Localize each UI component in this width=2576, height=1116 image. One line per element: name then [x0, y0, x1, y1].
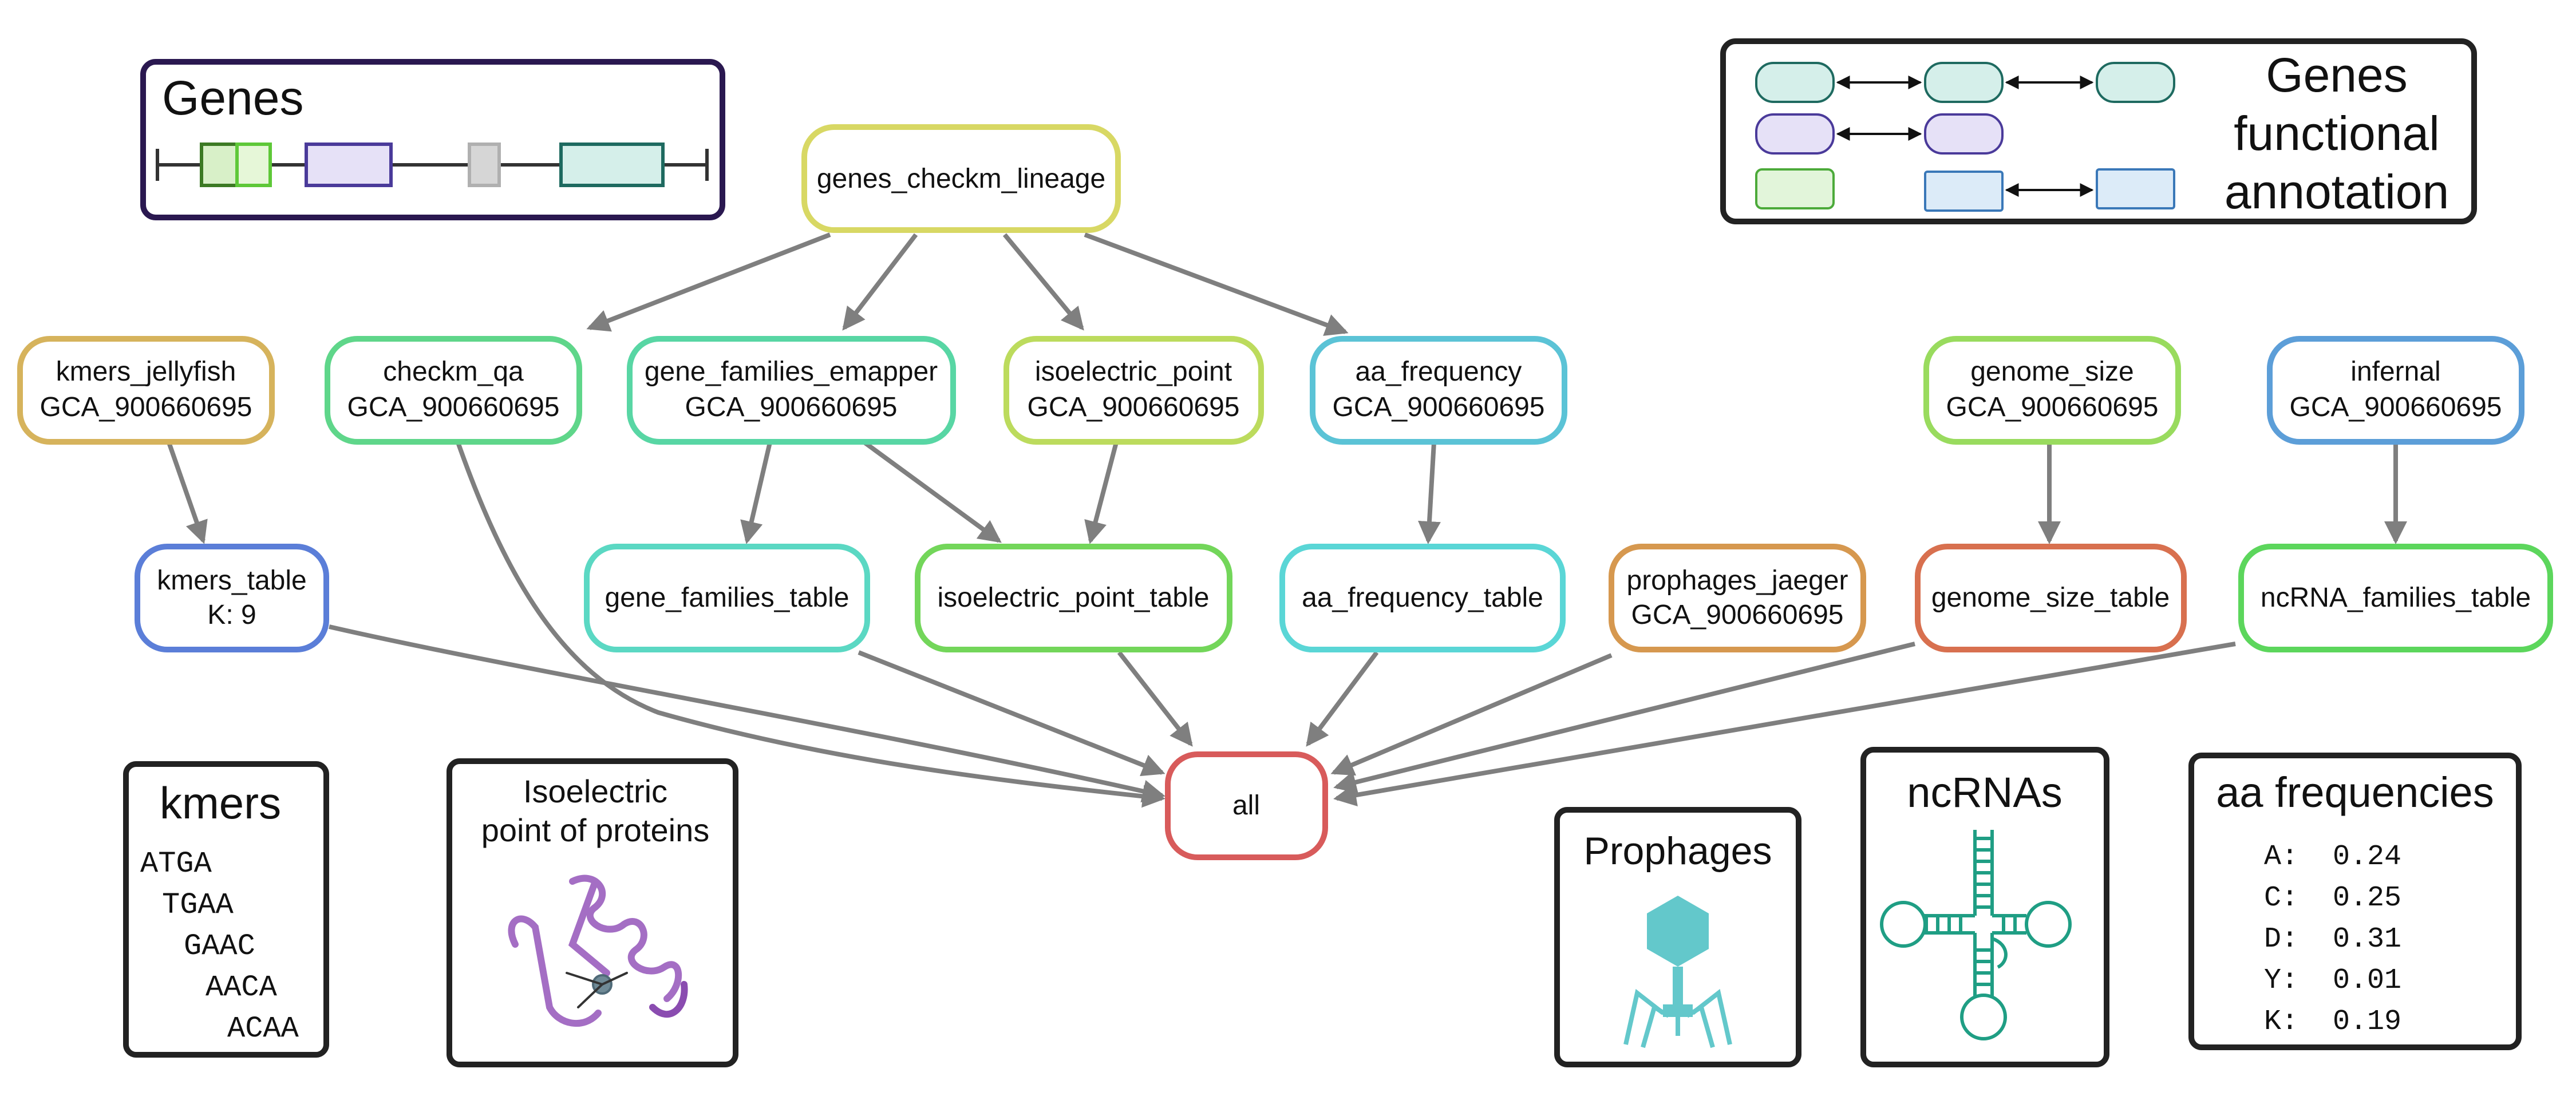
- kmer-2: TGAA: [162, 888, 234, 922]
- edge-isoelectric-point-table: [1084, 441, 1119, 544]
- node-label: genome_size: [1970, 357, 2134, 387]
- edge-checkm-qa-all: [456, 441, 1165, 808]
- node-label: ncRNA_families_table: [2261, 583, 2531, 613]
- annotation-title-line3: annotation: [2225, 165, 2449, 219]
- edge-isoelectric-table-all: [1117, 651, 1193, 747]
- node-label: isoelectric_point_table: [938, 583, 1210, 613]
- node-checkm-qa[interactable]: checkm_qa GCA_900660695: [325, 336, 582, 445]
- node-infernal[interactable]: infernal GCA_900660695: [2267, 336, 2524, 445]
- annotation-blocks-icon: [1755, 62, 2175, 212]
- node-label: kmers_jellyfish: [56, 357, 236, 387]
- node-sublabel: GCA_900660695: [685, 392, 898, 422]
- edge-prophages-all: [1330, 653, 1613, 776]
- node-sublabel: GCA_900660695: [1333, 392, 1545, 422]
- node-label: prophages_jaeger: [1627, 565, 1848, 596]
- node-isoelectric-point-table[interactable]: isoelectric_point_table: [915, 544, 1232, 652]
- aa-row-1: A: 0.24: [2264, 841, 2401, 873]
- edge-gene-families-table-all: [858, 650, 1165, 777]
- node-label: all: [1232, 790, 1260, 821]
- legend-aa-frequencies: aa frequencies A: 0.24 C: 0.25 D: 0.31 Y…: [2188, 753, 2522, 1050]
- node-label: checkm_qa: [383, 357, 524, 387]
- kmer-1: ATGA: [140, 847, 212, 881]
- annotation-title-line2: functional: [2234, 106, 2440, 160]
- node-sublabel: GCA_900660695: [1946, 392, 2159, 422]
- node-aa-frequency[interactable]: aa_frequency GCA_900660695: [1310, 336, 1567, 445]
- node-label: aa_frequency_table: [1302, 583, 1543, 613]
- node-kmers-table[interactable]: kmers_table K: 9: [135, 544, 329, 652]
- aa-row-2: C: 0.25: [2264, 882, 2401, 915]
- legend-kmers: kmers ATGA TGAA GAAC AACA ACAA: [123, 761, 329, 1058]
- edge-ncrna-table-all: [1333, 642, 2236, 806]
- aa-row-3: D: 0.31: [2264, 923, 2401, 956]
- edge-aa-frequency-table: [1418, 442, 1441, 544]
- node-sublabel: GCA_900660695: [1028, 392, 1240, 422]
- kmer-5: ACAA: [227, 1012, 299, 1046]
- kmers-title: kmers: [160, 778, 281, 828]
- edge-lineage-gene-families-emapper: [842, 233, 918, 331]
- aa-row-5: K: 0.19: [2264, 1006, 2401, 1038]
- legend-genes: Genes: [140, 59, 725, 220]
- node-sublabel: GCA_900660695: [1631, 600, 1844, 630]
- edge-lineage-aa-frequency: [1084, 232, 1349, 336]
- node-genome-size-table[interactable]: genome_size_table: [1915, 544, 2187, 652]
- edge-genome-size-table-all: [1333, 642, 1915, 794]
- gene-track-icon: [156, 143, 709, 187]
- edge-kmers-table-all: [329, 624, 1165, 803]
- node-gene-families-emapper[interactable]: gene_families_emapper GCA_900660695: [627, 336, 956, 445]
- node-aa-frequency-table[interactable]: aa_frequency_table: [1279, 544, 1566, 652]
- isoelectric-title-line2: point of proteins: [481, 812, 709, 848]
- genes-title: Genes: [162, 71, 304, 125]
- annotation-title-line1: Genes: [2266, 48, 2408, 102]
- kmer-4: AACA: [206, 971, 278, 1004]
- aa-title: aa frequencies: [2216, 769, 2494, 816]
- prophages-title: Prophages: [1584, 829, 1772, 873]
- edge-lineage-isoelectric-point: [1002, 233, 1084, 331]
- node-sublabel: GCA_900660695: [347, 392, 560, 422]
- node-genome-size[interactable]: genome_size GCA_900660695: [1923, 336, 2181, 445]
- node-gene-families-table[interactable]: gene_families_table: [584, 544, 870, 652]
- node-prophages-jaeger[interactable]: prophages_jaeger GCA_900660695: [1609, 544, 1866, 652]
- edge-aa-frequency-table-all: [1306, 651, 1379, 747]
- node-label: aa_frequency: [1356, 357, 1522, 387]
- edge-emapper-gene-families-table: [740, 442, 772, 544]
- node-label: infernal: [2350, 357, 2440, 387]
- legend-isoelectric-point: Isoelectric point of proteins: [447, 758, 738, 1067]
- node-sublabel: K: 9: [207, 600, 256, 630]
- node-ncrna-families-table[interactable]: ncRNA_families_table: [2238, 544, 2553, 652]
- edge-lineage-checkm-qa: [586, 232, 831, 332]
- kmer-3: GAAC: [184, 929, 255, 963]
- node-label: gene_families_table: [605, 583, 850, 613]
- edge-kmers-jellyfish-table: [167, 441, 208, 544]
- node-kmers-jellyfish[interactable]: kmers_jellyfish GCA_900660695: [17, 336, 275, 445]
- node-label: genes_checkm_lineage: [817, 164, 1105, 194]
- node-sublabel: GCA_900660695: [2290, 392, 2502, 422]
- ncrnas-title: ncRNAs: [1907, 769, 2062, 816]
- edge-emapper-isoelectric-table: [863, 440, 1002, 543]
- legend-prophages: Prophages: [1554, 807, 1801, 1067]
- node-sublabel: GCA_900660695: [40, 392, 252, 422]
- legend-genes-functional-annotation: Genes functional annotation: [1720, 38, 2477, 224]
- node-genes-checkm-lineage[interactable]: genes_checkm_lineage: [801, 124, 1121, 233]
- nodes: genes_checkm_lineage kmers_jellyfish GCA…: [17, 124, 2553, 860]
- node-label: genome_size_table: [1931, 583, 2170, 613]
- aa-row-4: Y: 0.01: [2264, 964, 2401, 997]
- node-label: isoelectric_point: [1035, 357, 1232, 387]
- protein-structure-icon: [508, 874, 688, 1027]
- node-label: gene_families_emapper: [645, 357, 938, 387]
- node-label: kmers_table: [157, 565, 306, 596]
- node-isoelectric-point[interactable]: isoelectric_point GCA_900660695: [1003, 336, 1264, 445]
- trna-icon: [1880, 830, 2072, 1040]
- node-all[interactable]: all: [1165, 751, 1328, 860]
- phage-icon: [1623, 896, 1732, 1048]
- legend-ncrnas: ncRNAs: [1860, 747, 2109, 1067]
- edges: [167, 232, 2407, 808]
- isoelectric-title-line1: Isoelectric: [523, 773, 667, 809]
